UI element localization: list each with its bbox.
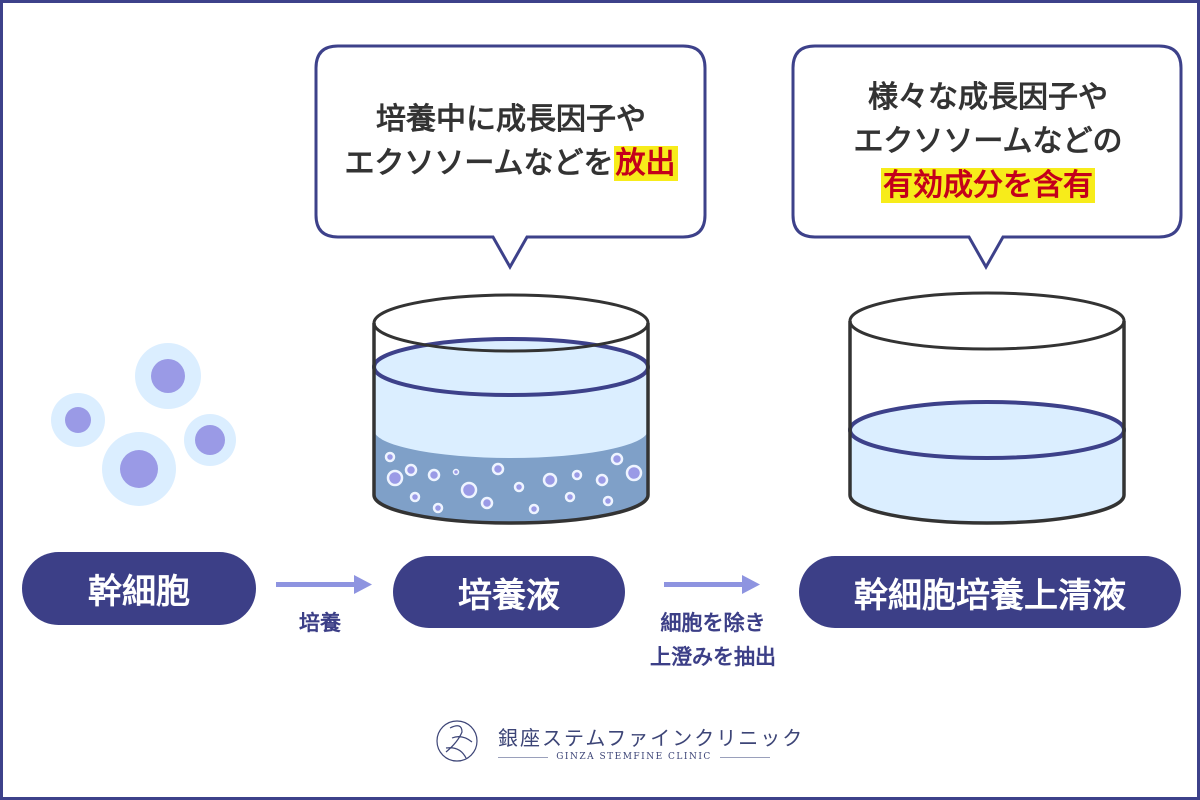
cell-particle: [452, 468, 460, 476]
cell-particle: [542, 472, 558, 488]
bubble-left-line1: 培養中に成長因子や: [376, 102, 646, 137]
bubble-text-left: 培養中に成長因子や エクソソームなどを放出: [316, 98, 706, 186]
cell-particle: [528, 503, 540, 515]
highlight-active-ingredients: 有効成分を含有: [881, 168, 1095, 203]
stem-cells-icon: [51, 343, 236, 506]
cell-particle: [384, 451, 396, 463]
bubble-left-line2: エクソソームなどを放出: [316, 142, 706, 186]
arrow-label-extract-line1: 細胞を除き: [660, 611, 766, 635]
cell-particle: [460, 481, 478, 499]
cell-particle: [386, 469, 404, 487]
cell-particle: [595, 473, 609, 487]
cell-particle: [432, 502, 444, 514]
arrow-icon: [276, 575, 760, 594]
cell-particle: [513, 481, 525, 493]
cell-particle: [404, 463, 418, 477]
cell-particle: [571, 469, 583, 481]
arrow-label-extract-line2: 上澄みを抽出: [650, 645, 776, 669]
clinic-name-en-row: GINZA STEMFINE CLINIC: [498, 752, 770, 762]
step-stem-cells: 幹細胞: [22, 552, 256, 625]
arrow-label-culture: 培養: [299, 611, 341, 635]
cell-particle: [427, 468, 441, 482]
clinic-name-en: GINZA STEMFINE CLINIC: [556, 752, 712, 762]
cell-particle: [602, 495, 614, 507]
supernatant-cup-icon: [848, 291, 1126, 525]
cell-particle: [564, 491, 576, 503]
step-culture-medium: 培養液: [393, 556, 625, 628]
step-culture-supernatant: 幹細胞培養上清液: [799, 556, 1181, 628]
highlight-release: 放出: [613, 146, 678, 181]
speech-bubble-right: [791, 44, 1183, 271]
bubble-right-line2: エクソソームなどの: [853, 124, 1123, 159]
cell-particle: [480, 496, 494, 510]
bubble-text-right: 様々な成長因子や エクソソームなどの 有効成分を含有: [793, 76, 1183, 208]
cell-particle: [610, 452, 624, 466]
cell-particle: [625, 464, 643, 482]
arrow-label-extract: 細胞を除き 上澄みを抽出: [630, 606, 796, 674]
clinic-name-jp: 銀座ステムファインクリニック: [498, 726, 805, 750]
bubble-right-line1: 様々な成長因子や: [868, 80, 1108, 115]
cell-particle: [491, 462, 505, 476]
cell-particle: [409, 491, 421, 503]
clinic-logo-icon: [436, 720, 478, 762]
speech-bubble-left: [314, 44, 707, 271]
bubble-left-line2-text: エクソソームなどを: [344, 146, 614, 181]
culture-medium-cup-icon: [372, 293, 650, 525]
